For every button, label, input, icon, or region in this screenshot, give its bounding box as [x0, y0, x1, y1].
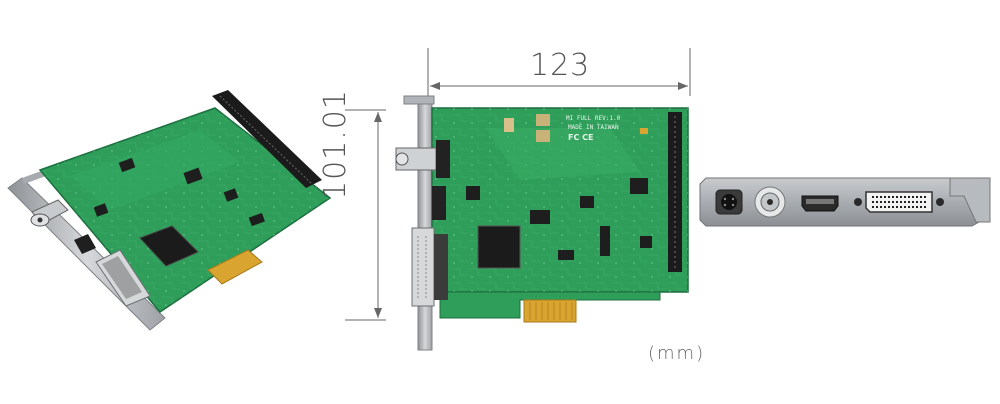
- mini-din-port: [715, 189, 743, 215]
- dvi-port-end: [854, 191, 944, 213]
- silkscreen-model: MI FULL REV:1.0: [566, 115, 621, 122]
- height-dimension-line: [345, 109, 386, 321]
- bnc-port-end: [754, 186, 786, 218]
- unit-label: (mm): [648, 343, 706, 364]
- width-dimension-line: [427, 48, 691, 96]
- pin-header-perspective: [212, 90, 322, 188]
- silkscreen-origin: MADE IN TAIWAN: [568, 124, 619, 131]
- height-dimension-label: 101.01: [318, 89, 353, 200]
- card-top-view: MI FULL REV:1.0 MADE IN TAIWAN FC CE: [395, 95, 689, 351]
- bnc-port-top: [395, 140, 450, 178]
- main-chip-top: [477, 225, 521, 269]
- dvi-port-perspective: [95, 249, 151, 307]
- hdmi-port-top: [432, 186, 446, 220]
- pcie-gold-fingers-perspective: [207, 249, 263, 285]
- hdmi-port-perspective: [74, 234, 96, 254]
- silkscreen-cert: FC CE: [568, 133, 593, 142]
- main-chip-perspective: [139, 225, 199, 267]
- dvi-port-top: [411, 227, 448, 307]
- width-dimension-label: 123: [530, 48, 591, 83]
- hdmi-port-end: [801, 195, 839, 212]
- bnc-port-perspective: [30, 199, 69, 227]
- bracket-front: [417, 99, 433, 351]
- card-perspective-view: [7, 90, 332, 331]
- bracket-end-view: [699, 177, 991, 227]
- pcie-gold-fingers-top: [523, 299, 577, 323]
